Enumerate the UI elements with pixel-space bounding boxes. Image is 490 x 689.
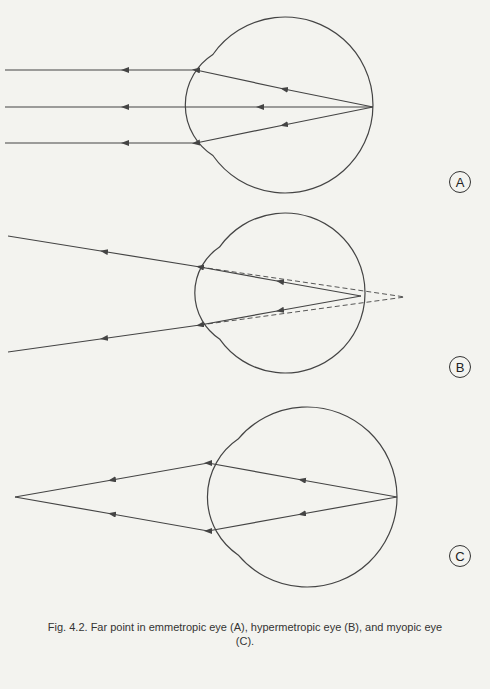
virtual-ray [200,267,405,297]
light-ray [8,236,361,296]
light-ray [8,296,361,352]
virtual-ray [200,297,405,325]
eye-outline [207,407,397,587]
figure-letter: A [456,176,465,189]
figure-letter-circle: B [449,356,471,378]
figure-letter-circle: A [449,171,471,193]
figure-letter-circle: C [449,545,471,567]
light-ray [5,107,373,143]
figure-letter: B [456,361,465,374]
eye-outline [195,213,365,373]
light-ray [15,497,397,531]
figure-letter: C [455,550,464,563]
light-ray [15,463,397,497]
figure-caption: Fig. 4.2. Far point in emmetropic eye (A… [40,620,450,648]
light-ray [5,106,373,107]
light-ray [5,70,373,107]
eye-outline [185,17,373,193]
